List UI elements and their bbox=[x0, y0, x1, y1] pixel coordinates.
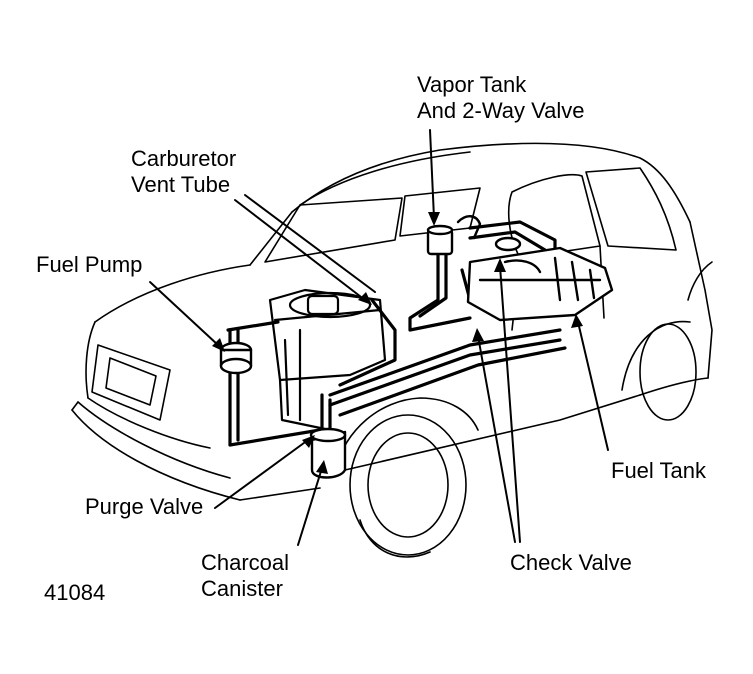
label-vapor-tank: Vapor Tank And 2-Way Valve bbox=[417, 72, 585, 123]
label-purge-valve: Purge Valve bbox=[85, 494, 204, 519]
figure-number: 41084 bbox=[44, 580, 106, 605]
label-fuel-pump: Fuel Pump bbox=[36, 252, 143, 277]
fuel-pump bbox=[219, 341, 253, 375]
charcoal-canister bbox=[309, 427, 347, 479]
label-check-valve: Check Valve bbox=[510, 550, 632, 575]
vehicle-outline bbox=[71, 142, 713, 558]
label-charcoal-canister: Charcoal Canister bbox=[201, 550, 290, 601]
label-carburetor-vent-tube: Carburetor Vent Tube bbox=[131, 146, 237, 197]
vapor-tank bbox=[426, 215, 482, 256]
engine-block bbox=[268, 288, 387, 432]
leader-lines bbox=[149, 129, 609, 546]
arrowheads bbox=[212, 212, 583, 474]
label-fuel-tank: Fuel Tank bbox=[611, 458, 706, 483]
fuel-tank bbox=[466, 236, 614, 322]
